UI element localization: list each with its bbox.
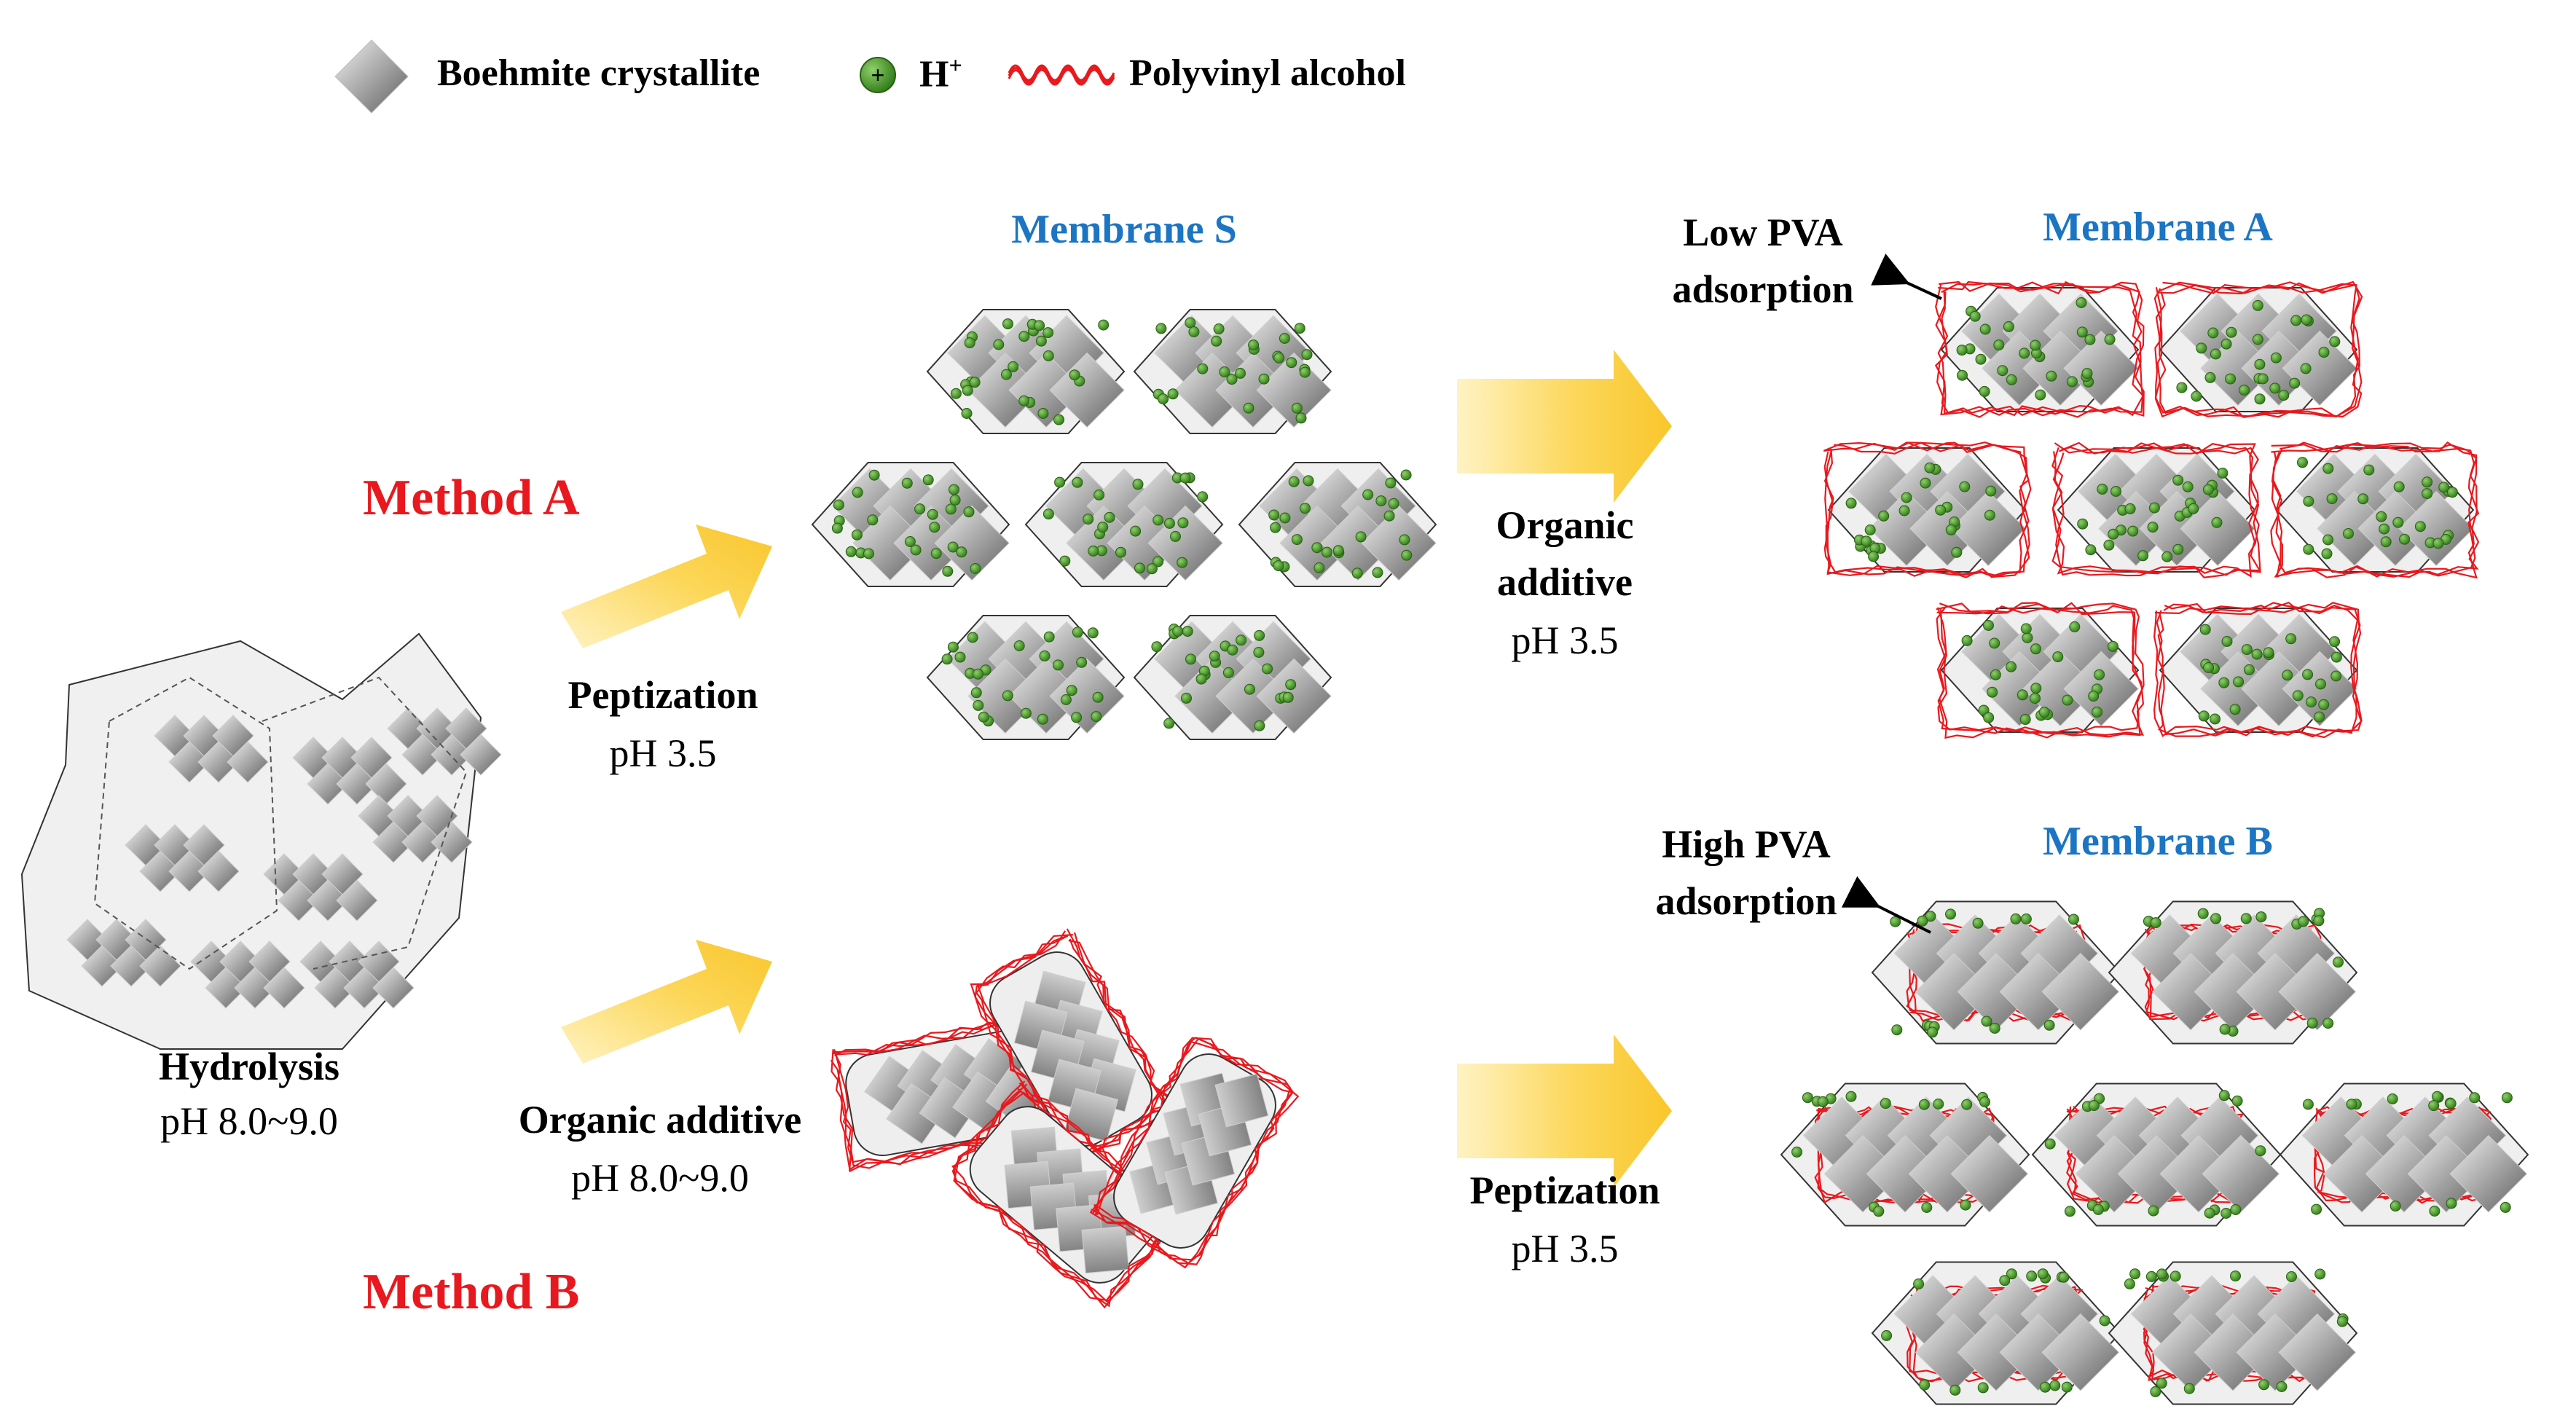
low-pva-label-1: Low PVA [1683, 211, 1843, 254]
organic-additive-b-label: Organic additive [518, 1098, 802, 1142]
membrane-b-particle-2 [1780, 1083, 2030, 1227]
organic-additive-a-label-2: additive [1496, 560, 1633, 604]
hydrolysis-label: Hydrolysis [158, 1045, 340, 1088]
membrane-s-title: Membrane S [1011, 207, 1237, 252]
low-pva-pointer [1871, 254, 1942, 300]
hydrolysis-ph: pH 8.0~9.0 [160, 1099, 338, 1143]
legend-pva-label: Polyvinyl alcohol [1129, 52, 1406, 94]
membrane-b-particle-6 [2108, 1261, 2358, 1405]
membrane-a-title: Membrane A [2043, 205, 2273, 250]
arrow-method-b-organic [561, 940, 772, 1064]
low-pva-label-2: adsorption [1672, 267, 1854, 311]
membrane-b-particle-0 [1871, 900, 2121, 1045]
membrane-s-particle-4 [1238, 462, 1437, 587]
arrow-peptization [1457, 1034, 1672, 1187]
membrane-a-particle-4 [2270, 441, 2480, 579]
membrane-s-particle-3 [1024, 462, 1224, 587]
organic-additive-a-ph: pH 3.5 [1511, 618, 1619, 662]
legend-pva-icon [1008, 64, 1115, 86]
membrane-s-particle-0 [926, 309, 1126, 434]
membrane-b-particle-5 [1871, 1261, 2121, 1405]
membrane-a-particle-0 [1934, 280, 2145, 418]
legend-crystallite-icon [334, 39, 409, 114]
high-pva-label-1: High PVA [1662, 822, 1831, 866]
peptization-a-label: Peptization [568, 673, 758, 717]
arrow-organic-additive [1457, 350, 1672, 503]
legend-proton-icon [860, 57, 896, 93]
high-pva-pointer [1841, 876, 1931, 934]
peptization-b-ph: pH 3.5 [1511, 1227, 1619, 1270]
shapes-layer: + [20, 39, 2529, 1405]
membrane-b-title: Membrane B [2043, 819, 2273, 864]
membrane-s-particle-2 [811, 462, 1010, 587]
membrane-a-particle-2 [1823, 441, 2032, 578]
membrane-a-particle-6 [2153, 601, 2363, 739]
membrane-s-particle-1 [1133, 309, 1332, 434]
membrane-a-particle-1 [2153, 280, 2363, 418]
method-b-title: Method B [363, 1264, 580, 1320]
organic-additive-b-ph: pH 8.0~9.0 [571, 1156, 749, 1200]
legend-proton-plus: + [871, 62, 885, 88]
membrane-b-particle-1 [2108, 900, 2358, 1045]
hydrolysis-aggregate [20, 632, 502, 1050]
membrane-a-particle-3 [2051, 441, 2261, 578]
membrane-b-particle-4 [2279, 1083, 2529, 1227]
legend-proton-label: H+ [919, 52, 962, 95]
membrane-a-particle-5 [1936, 602, 2145, 739]
membrane-b-particle-3 [2031, 1083, 2282, 1227]
peptization-a-ph: pH 3.5 [609, 731, 717, 775]
arrow-method-a-peptization [561, 525, 772, 648]
peptization-b-label: Peptization [1469, 1168, 1660, 1212]
organic-additive-a-label-1: Organic [1496, 503, 1634, 547]
membrane-s-particle-6 [1133, 615, 1332, 740]
method-b-pva-aggregate [830, 928, 1300, 1309]
high-pva-label-2: adsorption [1655, 879, 1837, 923]
legend-crystallite-label: Boehmite crystallite [437, 52, 761, 94]
method-a-title: Method A [363, 470, 580, 526]
membrane-s-particle-5 [926, 615, 1126, 740]
